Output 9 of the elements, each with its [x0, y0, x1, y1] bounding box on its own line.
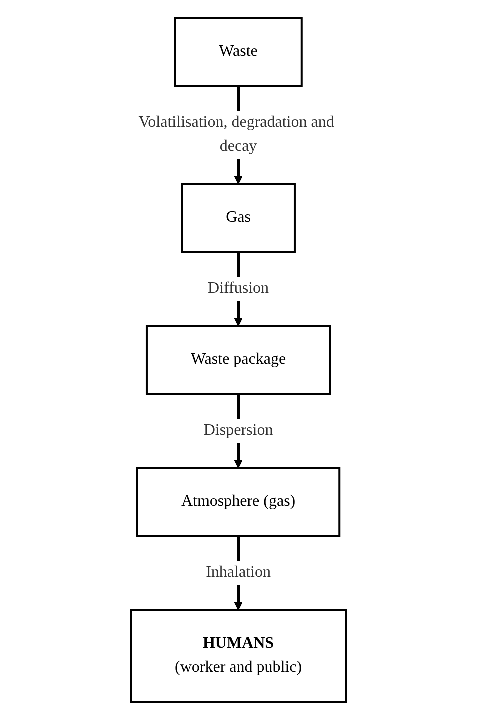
- edge-label: Volatilisation, degradation and decay: [139, 114, 335, 155]
- edge-label: Inhalation: [206, 564, 272, 581]
- node-box: Gas: [182, 183, 296, 253]
- node-box: Waste: [174, 17, 304, 87]
- edge-label: Dispersion: [204, 422, 274, 439]
- node-box: Waste package: [146, 325, 332, 395]
- edge-label: Diffusion: [208, 280, 270, 297]
- node-box: Atmosphere (gas): [136, 467, 342, 537]
- node-box: HUMANS (worker and public): [130, 609, 348, 703]
